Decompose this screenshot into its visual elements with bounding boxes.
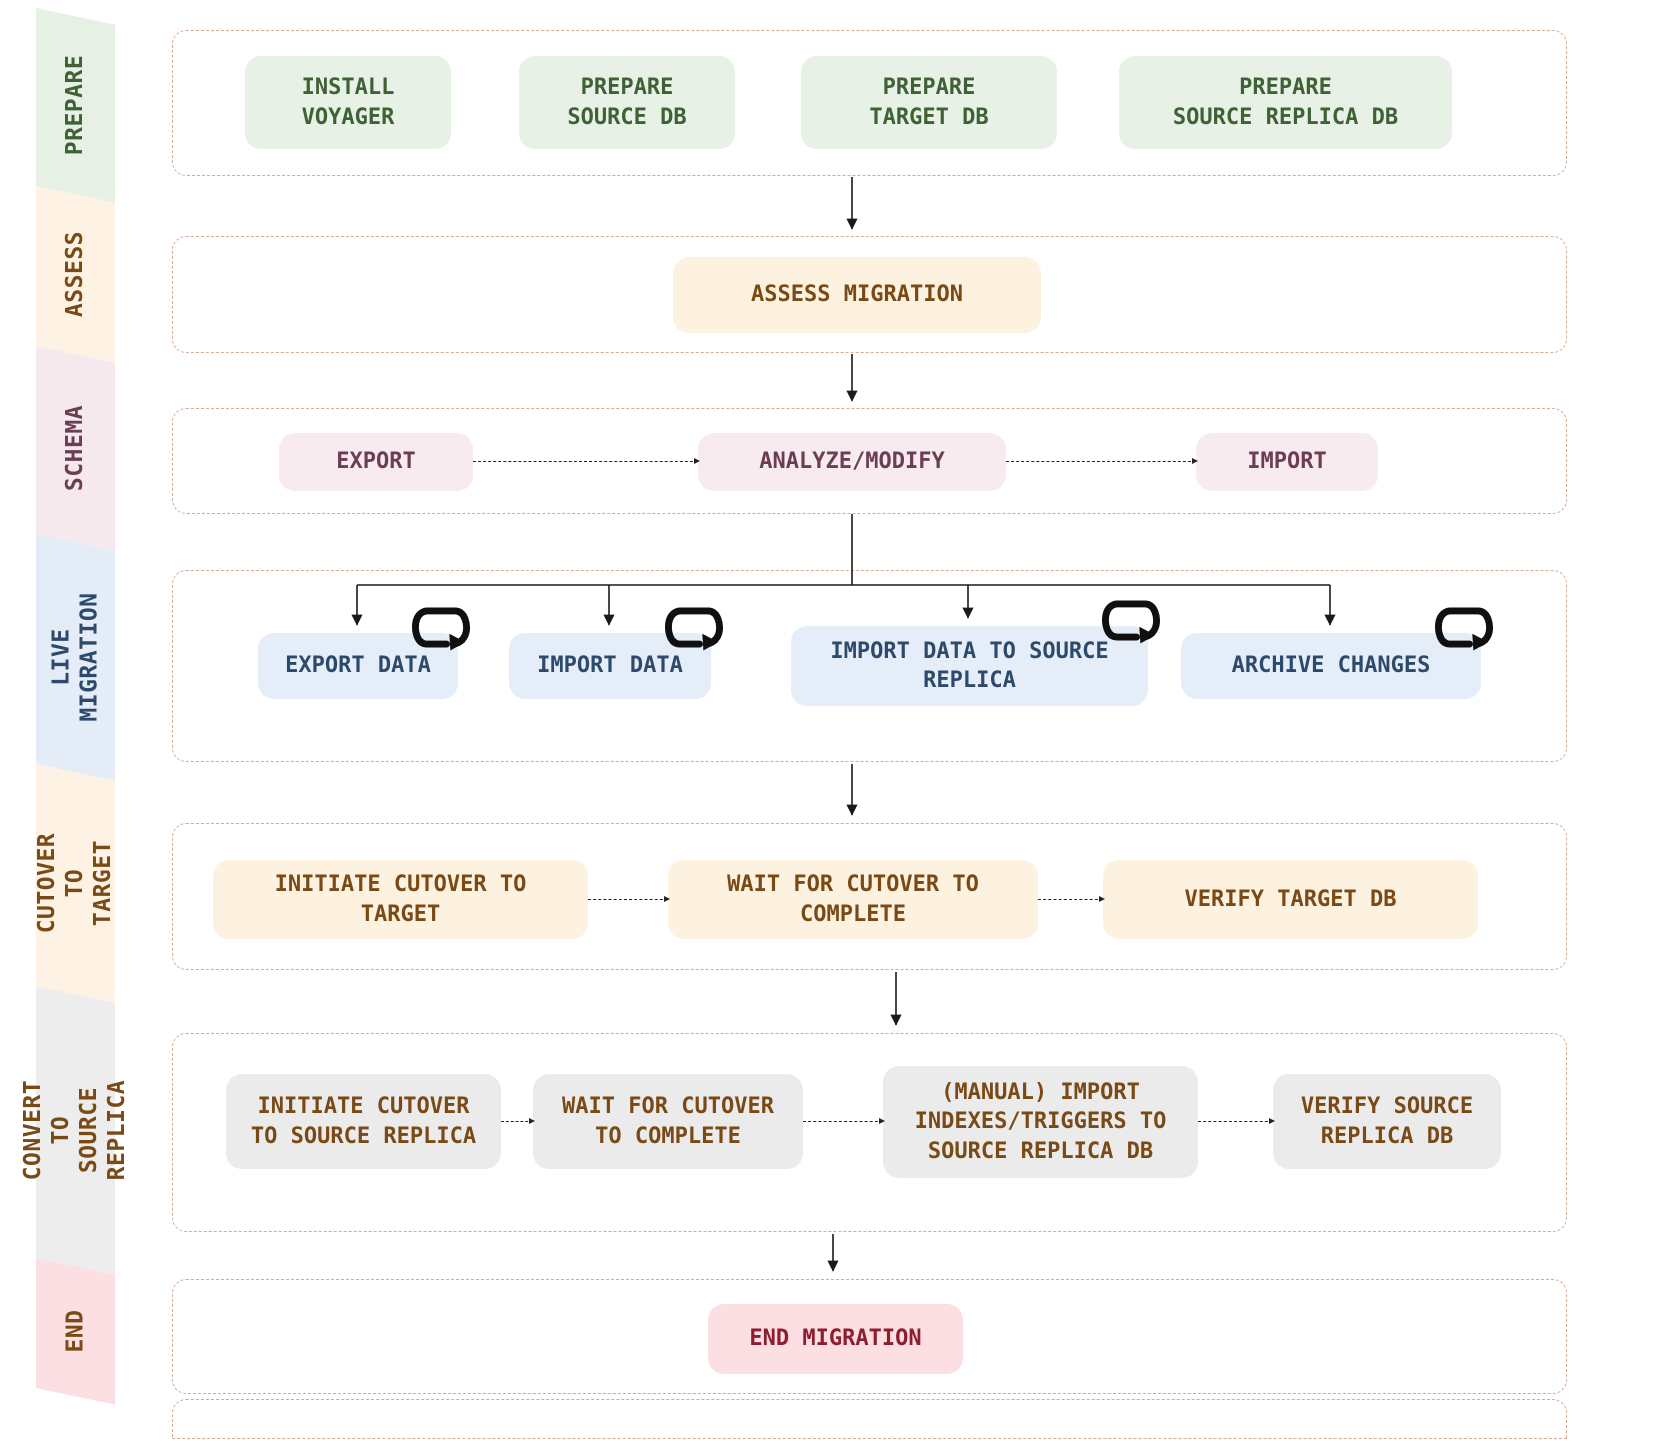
dashed-arrow-wait-to-verify [1038, 895, 1105, 902]
step-prepare-target-db: PREPARE TARGET DB [801, 56, 1057, 149]
step-initiate-cutover-to-source-replica: INITIATE CUTOVER TO SOURCE REPLICA [226, 1074, 501, 1169]
loop-icon [411, 607, 471, 651]
phase-row-prepare: INSTALL VOYAGER PREPARE SOURCE DB PREPAR… [172, 30, 1567, 176]
step-assess-migration: ASSESS MIGRATION [673, 257, 1041, 333]
phase-label-convert-to-source-replica: CONVERT TO SOURCE REPLICA [20, 1079, 131, 1181]
step-verify-source-replica-db: VERIFY SOURCE REPLICA DB [1273, 1074, 1501, 1169]
dashed-arrow-export-to-analyze [473, 457, 700, 464]
loop-icon [1101, 600, 1161, 644]
step-prepare-source-replica-db: PREPARE SOURCE REPLICA DB [1119, 56, 1452, 149]
step-import-schema: IMPORT [1196, 433, 1378, 491]
step-wait-for-cutover-to-complete: WAIT FOR CUTOVER TO COMPLETE [668, 860, 1038, 939]
step-import-data: IMPORT DATA [509, 607, 724, 699]
phase-label-cutover-to-target: CUTOVER TO TARGET [34, 832, 117, 934]
phase-row-schema: EXPORT ANALYZE/MODIFY IMPORT [172, 408, 1567, 514]
phase-row-live-migration: EXPORT DATA IMPORT DATA IMPORT DATA TO S… [172, 570, 1567, 762]
phase-row-cutover-to-target: INITIATE CUTOVER TO TARGET WAIT FOR CUTO… [172, 823, 1567, 970]
step-initiate-cutover-to-target: INITIATE CUTOVER TO TARGET [213, 860, 588, 939]
dashed-arrow-manual-import-to-verify [1198, 1117, 1275, 1124]
step-wait-for-cutover-to-complete-replica: WAIT FOR CUTOVER TO COMPLETE [533, 1074, 803, 1169]
step-import-data-to-source-replica: IMPORT DATA TO SOURCE REPLICA [791, 600, 1161, 706]
step-archive-changes-label: ARCHIVE CHANGES [1231, 653, 1431, 679]
step-archive-changes: ARCHIVE CHANGES [1181, 607, 1494, 699]
loop-icon [1434, 607, 1494, 651]
step-install-voyager: INSTALL VOYAGER [245, 56, 451, 149]
clipped-bottom-row [172, 1399, 1567, 1439]
step-export-schema: EXPORT [279, 433, 473, 491]
dashed-arrow-initiate-to-wait [588, 895, 670, 902]
phase-row-convert-to-source-replica: INITIATE CUTOVER TO SOURCE REPLICA WAIT … [172, 1033, 1567, 1232]
step-import-data-to-source-replica-label: IMPORT DATA TO SOURCE REPLICA [830, 638, 1109, 693]
step-export-data: EXPORT DATA [258, 607, 471, 699]
step-analyze-modify-schema: ANALYZE/MODIFY [698, 433, 1006, 491]
phase-row-end: END MIGRATION [172, 1279, 1567, 1394]
loop-icon [664, 607, 724, 651]
phase-label-live-migration: LIVE MIGRATION [48, 592, 103, 722]
step-manual-import-indexes-triggers: (MANUAL) IMPORT INDEXES/TRIGGERS TO SOUR… [883, 1066, 1198, 1178]
phase-label-schema: SCHEMA [62, 404, 89, 492]
step-prepare-source-db: PREPARE SOURCE DB [519, 56, 735, 149]
phase-label-end: END [62, 1309, 89, 1353]
phase-row-assess: ASSESS MIGRATION [172, 236, 1567, 353]
dashed-arrow-wait-to-manual-import [803, 1117, 885, 1124]
step-verify-target-db: VERIFY TARGET DB [1103, 860, 1478, 939]
migration-workflow-diagram: { "title": "Database migration workflow … [20, 8, 1567, 1439]
step-end-migration: END MIGRATION [708, 1304, 963, 1374]
dashed-arrow-initiate-to-wait-replica [501, 1117, 535, 1124]
step-import-data-label: IMPORT DATA [537, 653, 683, 679]
dashed-arrow-analyze-to-import [1006, 457, 1198, 464]
step-export-data-label: EXPORT DATA [285, 653, 431, 679]
